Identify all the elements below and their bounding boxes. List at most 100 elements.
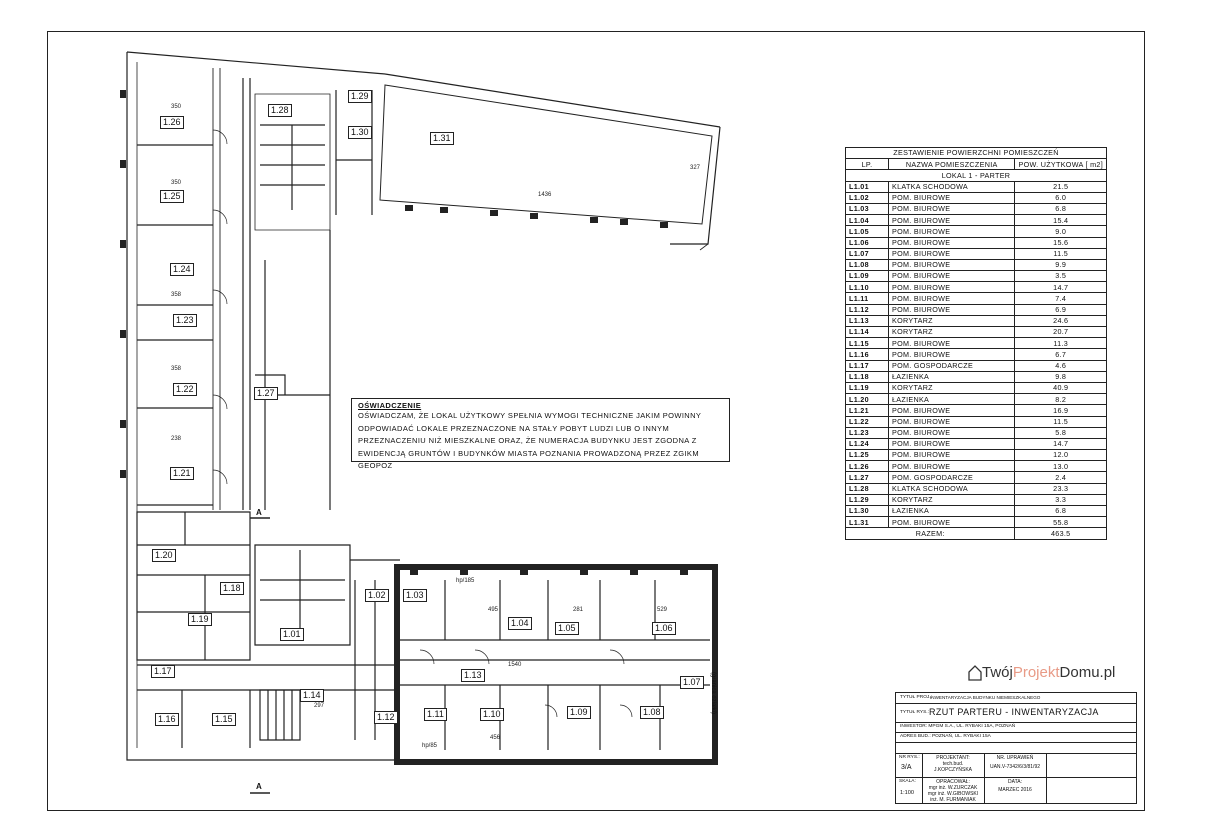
designer-name: J.KOPCZYŃSKA <box>933 767 973 773</box>
row-name: KLATKA SCHODOWA <box>887 180 1016 193</box>
row-area: 6.9 <box>1014 303 1107 316</box>
row-lp: L1.12 <box>845 303 889 316</box>
logo-text-3: Domu.pl <box>1059 664 1116 681</box>
row-area: 23.3 <box>1014 482 1107 495</box>
designer-label: PROJEKTANT: <box>936 755 970 761</box>
row-lp: L1.01 <box>845 180 889 193</box>
row-name: POM. BIUROWE <box>887 247 1016 260</box>
room-label: 1.11 <box>424 708 447 721</box>
row-area: 24.6 <box>1014 314 1107 328</box>
permit-number: UAN.V-7342/6/3/81/92 <box>989 764 1041 770</box>
prepared-by-3: inż. M. FURMANIAK <box>930 797 976 803</box>
row-lp: L1.06 <box>845 236 889 249</box>
row-area: 14.7 <box>1014 437 1107 451</box>
drawing-label: TYTUŁ RYS.: <box>900 710 929 715</box>
scale-label: SKALA: <box>899 779 916 784</box>
row-lp: L1.17 <box>845 359 889 372</box>
drawing-number: 3/A <box>901 764 912 771</box>
area-summary-table: ZESTAWIENIE POWIERZCHNI POMIESZCZEŃ LP. … <box>844 146 1107 540</box>
investor: INWESTOR: MPGM S.A., UL. RYBAKI 15A, POZ… <box>900 724 1016 729</box>
row-lp: L1.23 <box>845 426 889 439</box>
row-name: POM. BIUROWE <box>887 258 1016 272</box>
dimension-label: 327 <box>690 165 701 171</box>
row-lp: L1.25 <box>845 449 889 462</box>
row-name: POM. BIUROWE <box>887 236 1016 249</box>
row-lp: L1.02 <box>845 191 889 204</box>
row-lp: L1.15 <box>845 337 889 350</box>
total-label: RAZEM: <box>844 527 1016 540</box>
row-name: KORYTARZ <box>887 325 1016 339</box>
row-lp: L1.27 <box>845 471 889 484</box>
highlighted-unit-outline <box>394 564 718 765</box>
room-label: 1.06 <box>652 622 676 635</box>
dimension-label: 495 <box>488 607 499 613</box>
row-area: 11.5 <box>1014 247 1107 260</box>
row-lp: L1.14 <box>845 325 889 339</box>
row-area: 6.8 <box>1014 504 1107 518</box>
house-icon <box>968 664 982 681</box>
row-name: POM. BIUROWE <box>887 270 1016 283</box>
row-lp: L1.07 <box>845 247 889 260</box>
row-area: 9.9 <box>1014 258 1107 272</box>
date-label: DATA: <box>1008 779 1022 785</box>
row-area: 7.4 <box>1014 292 1107 305</box>
row-lp: L1.19 <box>845 381 889 395</box>
row-lp: L1.04 <box>845 214 889 227</box>
row-name: POM. BIUROWE <box>887 516 1016 529</box>
room-label: 1.07 <box>680 676 704 689</box>
row-lp: L1.29 <box>845 493 889 507</box>
permit-label: NR. UPRAWIEŃ <box>996 755 1034 761</box>
room-label: 1.18 <box>220 582 244 595</box>
drawing-title: RZUT PARTERU - INWENTARYZACJA <box>929 707 1099 717</box>
drawing-number-label: NR RYS.: <box>899 755 920 760</box>
dimension-label: 456 <box>490 735 501 741</box>
row-area: 16.9 <box>1014 404 1107 417</box>
room-label: 1.08 <box>640 706 664 719</box>
dimension-label: hp/85 <box>422 743 438 749</box>
row-area: 6.7 <box>1014 348 1107 361</box>
dimension-label: 358 <box>171 292 182 298</box>
row-lp: L1.09 <box>845 270 889 283</box>
room-label: 1.24 <box>170 263 194 276</box>
row-name: POM. BIUROWE <box>887 225 1016 238</box>
room-label: 1.15 <box>212 713 236 726</box>
row-area: 5.8 <box>1014 426 1107 439</box>
row-area: 6.0 <box>1014 191 1107 204</box>
room-label: 1.29 <box>348 90 372 103</box>
row-area: 14.7 <box>1014 281 1107 294</box>
dimension-label: 297 <box>314 703 325 709</box>
row-lp: L1.11 <box>845 292 889 305</box>
project-label: TYTUŁ PROJ.: <box>900 695 932 700</box>
room-label: 1.01 <box>280 628 304 641</box>
row-area: 12.0 <box>1014 449 1107 462</box>
side-note: (granica działki) <box>710 672 716 715</box>
row-lp: L1.24 <box>845 437 889 451</box>
room-label: 1.20 <box>152 549 176 562</box>
row-name: POM. BIUROWE <box>887 292 1016 305</box>
row-area: 20.7 <box>1014 325 1107 339</box>
room-label: 1.27 <box>254 387 278 400</box>
row-area: 13.0 <box>1014 460 1107 473</box>
row-area: 11.5 <box>1014 415 1107 428</box>
row-name: POM. BIUROWE <box>887 202 1016 216</box>
row-name: ŁAZIENKA <box>887 504 1016 518</box>
room-label: 1.14 <box>300 689 324 702</box>
row-area: 11.3 <box>1014 337 1107 350</box>
room-label: 1.09 <box>567 706 591 719</box>
room-label: 1.31 <box>430 132 454 145</box>
dimension-label: hp/185 <box>456 578 475 584</box>
row-area: 15.4 <box>1014 214 1107 227</box>
